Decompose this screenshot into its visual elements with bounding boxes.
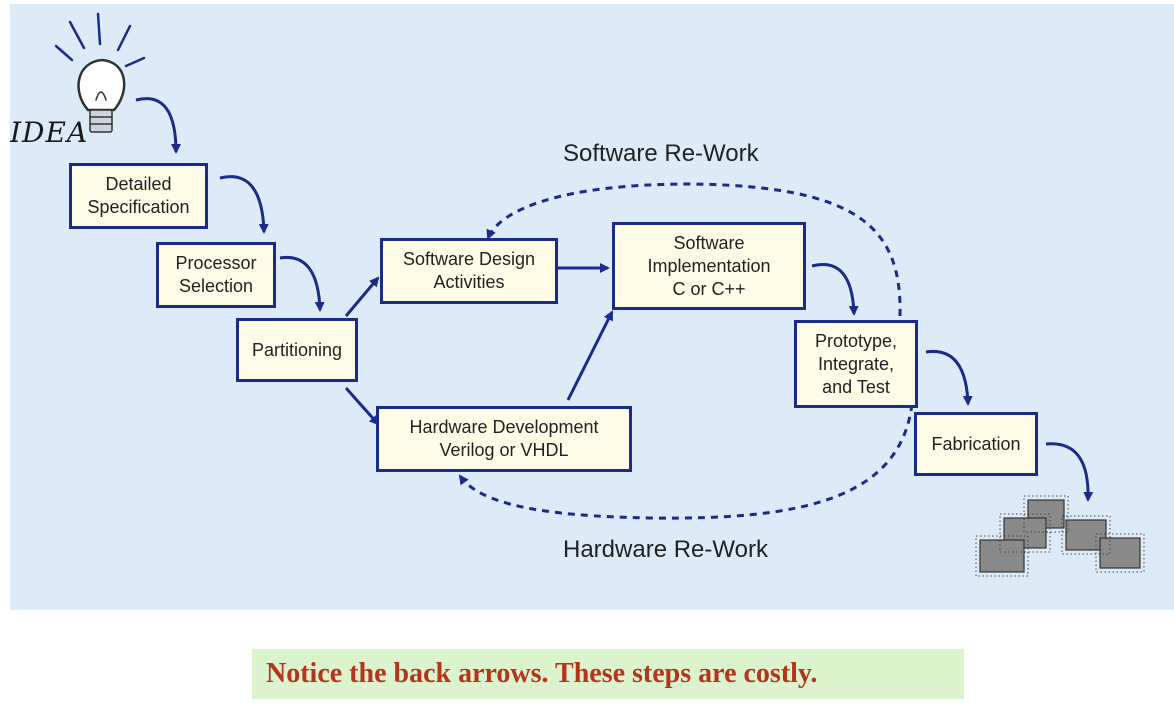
prototype-integrate-test-box: Prototype, Integrate, and Test: [794, 320, 918, 408]
box-line: Software: [673, 232, 745, 253]
hardware-rework-arrow: [458, 403, 914, 520]
box-line: Selection: [178, 276, 254, 296]
box-line: Partitioning: [251, 339, 343, 360]
arrow-fab-to-chips: [1045, 442, 1094, 502]
box-line: Integrate,: [817, 353, 895, 374]
box-line: Hardware Development: [409, 417, 599, 437]
box-line: Implementation: [647, 255, 771, 276]
box-line: Software Design: [402, 249, 536, 269]
box-line: Verilog or VHDL: [439, 440, 569, 460]
arrow-swimpl-to-prototype: [811, 263, 859, 316]
box-line: C or C++: [672, 278, 746, 299]
arrow-hwdev-to-swimpl: [566, 310, 614, 401]
lightbulb-icon: [54, 12, 146, 133]
box-line: Specification: [87, 197, 190, 217]
software-rework-arrow: [486, 182, 902, 317]
arrow-idea-to-spec: [135, 97, 181, 154]
chips-icon: [975, 495, 1145, 577]
box-line: Processor: [175, 253, 257, 273]
box-line: and Test: [822, 376, 890, 397]
arrow-prototype-to-fab: [925, 349, 973, 406]
hardware-development-box: Hardware Development Verilog or VHDL: [376, 406, 632, 472]
arrow-processor-to-partition: [279, 255, 325, 312]
software-implementation-box: Software Implementation C or C++: [612, 222, 806, 310]
fabrication-box: Fabrication: [914, 412, 1038, 476]
partitioning-box: Partitioning: [236, 318, 358, 382]
box-line: Detailed: [105, 174, 172, 194]
box-line: Prototype,: [814, 330, 898, 351]
idea-label: IDEA: [10, 116, 89, 149]
arrow-partition-to-hwdev: [344, 387, 380, 426]
box-line: Fabrication: [931, 433, 1021, 454]
detailed-specification-box: Detailed Specification: [69, 163, 208, 229]
arrow-partition-to-swdesign: [344, 276, 380, 317]
box-line: Activities: [433, 272, 505, 292]
processor-selection-box: Processor Selection: [156, 242, 276, 308]
notice-banner: Notice the back arrows. These steps are …: [252, 649, 964, 699]
hardware-rework-label: Hardware Re-Work: [563, 536, 768, 563]
arrow-spec-to-processor: [219, 175, 269, 234]
software-rework-label: Software Re-Work: [563, 140, 759, 167]
software-design-box: Software Design Activities: [380, 238, 558, 304]
